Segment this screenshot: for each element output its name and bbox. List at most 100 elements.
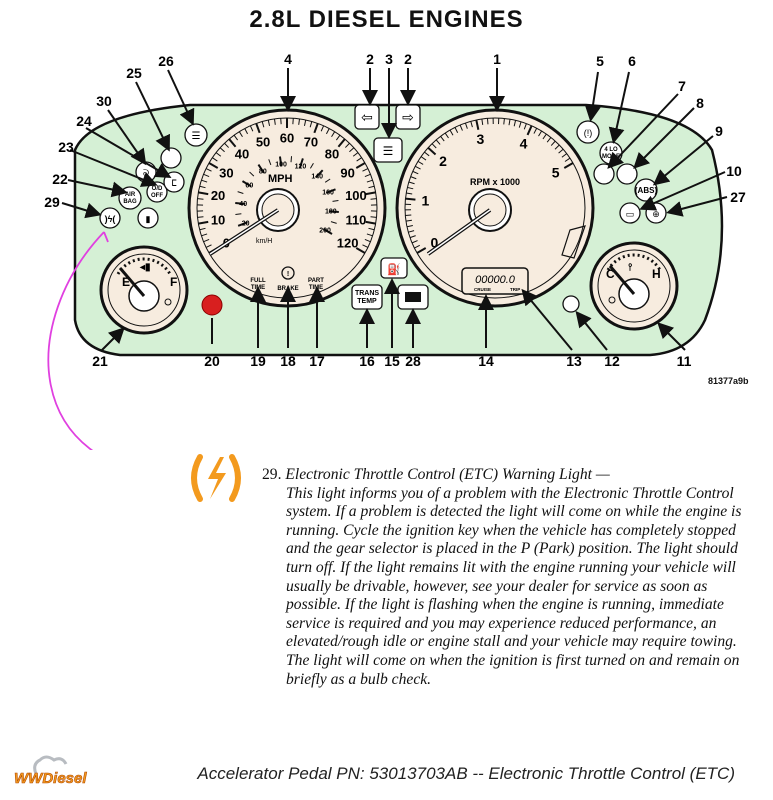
mph-tick [224, 142, 230, 148]
temp-hot-label: H [652, 267, 661, 281]
reset-button [562, 295, 580, 313]
mph-tick-label: 110 [345, 212, 366, 227]
callout-12: 12 [604, 353, 620, 369]
mph-tick [205, 168, 212, 172]
mph-tick [355, 247, 366, 254]
rpm-tick [508, 119, 511, 126]
svg-text:⇨: ⇨ [402, 109, 414, 125]
kmh-tick [298, 158, 304, 169]
mph-tick-label: 10 [211, 212, 225, 227]
kmh-tick [324, 178, 331, 183]
mph-tick [325, 128, 330, 135]
mph-tick [349, 147, 355, 153]
mph-tick [303, 119, 307, 126]
rpm-tick [405, 219, 412, 222]
kmh-tick-label: 200 [319, 227, 331, 234]
svg-text:⊕: ⊕ [652, 209, 660, 219]
mph-tick [368, 185, 375, 189]
rpm-tick [410, 176, 417, 180]
svg-text:ᘐ: ᘐ [143, 168, 149, 178]
instrument-cluster-diagram: 0102030405060708090100110120204060801001… [44, 51, 746, 450]
rpm-tick-label: 1 [421, 192, 429, 208]
callout-labels: 4 2 3 2 1 5 6 7 8 9 10 27 26 25 30 24 23… [44, 51, 746, 369]
mph-tick [344, 142, 350, 148]
mph-tick [197, 198, 204, 200]
svg-text:⛽: ⛽ [387, 263, 401, 276]
rpm-tick [405, 214, 412, 217]
kmh-tick [322, 228, 333, 235]
rpm-tick [431, 143, 437, 149]
red-warning-lamp [201, 294, 223, 316]
kmh-tick [235, 201, 246, 205]
rpm-tick [411, 240, 418, 244]
mph-tick-label: 90 [340, 165, 354, 180]
rpm-tick-label: 2 [439, 153, 447, 169]
svg-text:☰: ☰ [192, 131, 201, 142]
trans-temp-icon [351, 284, 383, 310]
callout-2a: 2 [366, 51, 374, 67]
etc-pointer-arrow [47, 231, 105, 450]
mph-tick [255, 123, 261, 134]
kmh-tick-label: 20 [242, 220, 250, 227]
svg-text:)ϟ(: )ϟ( [105, 214, 116, 224]
rpm-tick [406, 224, 413, 228]
mph-tick [356, 157, 362, 162]
callout-10: 10 [726, 163, 742, 179]
mph-tick [238, 131, 243, 138]
check-engine-icon [616, 163, 638, 185]
callout-28: 28 [405, 353, 421, 369]
etc-warning-icon-large [191, 454, 241, 502]
svg-text:⇦: ⇦ [361, 109, 373, 125]
callout-8: 8 [696, 95, 704, 111]
mph-tick [365, 220, 376, 225]
mph-tick [205, 244, 212, 248]
mph-tick [208, 162, 219, 169]
page-title: 2.8L DIESEL ENGINES [249, 6, 524, 33]
fuel-pump-icon: ◂▮ [139, 262, 151, 273]
rpm-tick-label: 4 [520, 136, 528, 152]
callout-9: 9 [715, 123, 723, 139]
kmh-tick [237, 191, 244, 195]
high-beam-icon-left [184, 123, 208, 147]
water-in-fuel-icon [160, 147, 182, 169]
callout-26: 26 [158, 53, 174, 69]
mph-tick [199, 185, 206, 189]
svg-text:ⵎ: ⵎ [171, 178, 177, 188]
kmh-tick [268, 159, 272, 166]
svg-text:▭: ▭ [626, 209, 635, 219]
kmh-tick [325, 188, 336, 194]
brake-icon [281, 266, 295, 280]
fuel-needle [118, 267, 146, 297]
temperature-gauge: C H ⫯ [589, 241, 679, 331]
fuel-empty-label: E [122, 275, 130, 289]
coolant-icon: ⫯ [627, 262, 632, 273]
callout-19: 19 [250, 353, 266, 369]
mph-tick [273, 118, 276, 125]
description-number: 29. [262, 466, 282, 483]
rpm-tick [503, 118, 505, 125]
kmh-tick-label: 40 [239, 201, 247, 208]
rpm-tick [513, 120, 517, 127]
mph-tick [335, 134, 341, 141]
kmh-label: km/H [256, 238, 272, 245]
mph-tick [298, 118, 301, 125]
rpm-tick [554, 144, 560, 150]
mph-tick [249, 125, 254, 132]
rpm-tick [409, 235, 416, 239]
rpm-tick [444, 132, 449, 139]
fuel-gauge: E F ◂▮ [99, 245, 189, 335]
mph-tick [313, 123, 319, 134]
mph-tick [233, 134, 239, 141]
callout-6: 6 [628, 53, 636, 69]
mph-tick [197, 216, 204, 218]
trip-label: TRIP [510, 287, 520, 292]
rpm-tick [414, 244, 420, 249]
kmh-tick-label: 100 [275, 162, 287, 169]
callout-5: 5 [596, 53, 604, 69]
callout-2b: 2 [404, 51, 412, 67]
temp-cold-label: C [606, 267, 615, 281]
kmh-tick [249, 171, 255, 177]
